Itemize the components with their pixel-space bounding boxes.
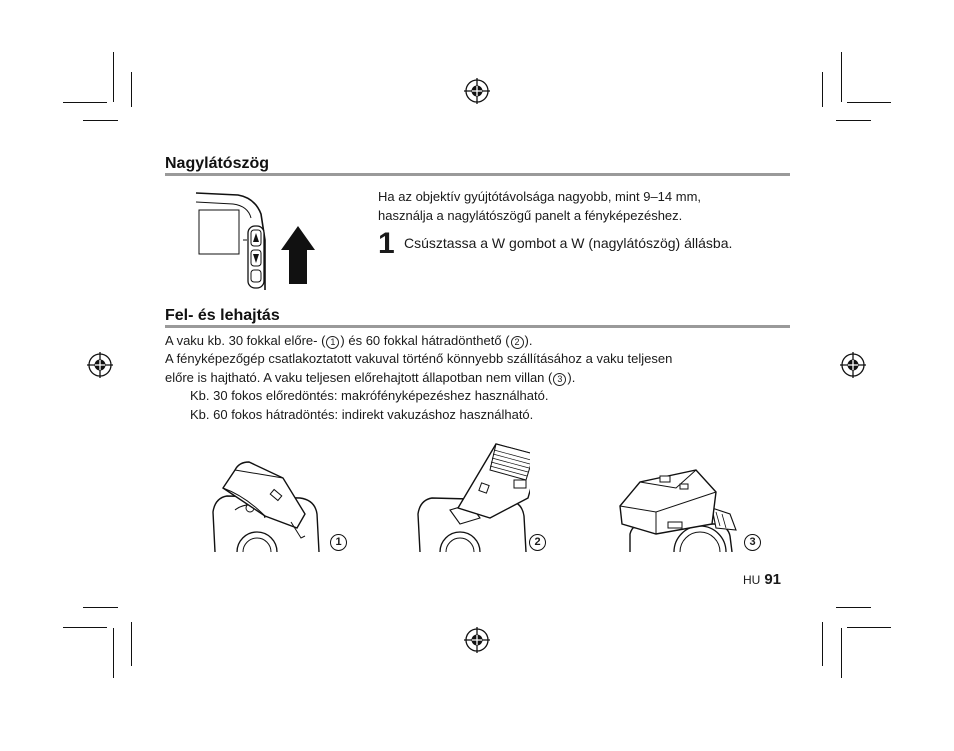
tilt-bullet-2: Kb. 60 fokos hátradöntés: indirekt vakuz… xyxy=(190,407,534,422)
intro-line-2: használja a nagylátószögű panelt a fényk… xyxy=(378,208,683,223)
flash-backward-tilt-illustration xyxy=(417,443,530,552)
section-title-tilt: Fel- és lehajtás xyxy=(165,307,280,324)
tilt-line-3: előre is hajtható. A vaku teljesen előre… xyxy=(165,369,575,386)
section-title-wide-angle: Nagylátószög xyxy=(165,155,270,172)
marker-2: 2 xyxy=(529,534,546,551)
language-code: HU xyxy=(743,573,761,587)
marker-3: 3 xyxy=(553,373,567,386)
registration-mark-icon xyxy=(464,627,490,653)
text-segment: ) és 60 fokkal hátradönthető ( xyxy=(340,333,510,348)
marker-3: 3 xyxy=(744,534,761,551)
marker-1: 1 xyxy=(330,534,347,551)
marker-2: 2 xyxy=(510,336,524,349)
flash-wide-panel-illustration xyxy=(195,192,315,290)
registration-mark-icon xyxy=(840,352,866,378)
step-text: Csúsztassa a W gombot a W (nagylátószög)… xyxy=(404,235,733,251)
section-rule xyxy=(165,325,790,328)
page-number: 91 xyxy=(764,571,782,588)
section-rule xyxy=(165,173,790,176)
registration-mark-icon xyxy=(464,78,490,104)
step-number: 1 xyxy=(378,227,395,260)
tilt-bullet-1: Kb. 30 fokos előredöntés: makrófényképez… xyxy=(190,388,549,403)
tilt-line-2: A fényképezőgép csatlakoztatott vakuval … xyxy=(165,351,673,366)
intro-line-1: Ha az objektív gyújtótávolsága nagyobb, … xyxy=(378,189,702,204)
marker-1: 1 xyxy=(326,336,340,349)
text-segment: ). xyxy=(524,333,533,348)
flash-forward-tilt-illustration xyxy=(212,461,320,552)
text-segment: előre is hajtható. A vaku teljesen előre… xyxy=(165,370,553,385)
registration-mark-icon xyxy=(87,352,113,378)
tilt-line-1: A vaku kb. 30 fokkal előre- (1) és 60 fo… xyxy=(165,332,532,349)
text-segment: A vaku kb. 30 fokkal előre- ( xyxy=(165,333,326,348)
flash-folded-illustration xyxy=(619,469,737,552)
text-segment: ). xyxy=(567,370,576,385)
